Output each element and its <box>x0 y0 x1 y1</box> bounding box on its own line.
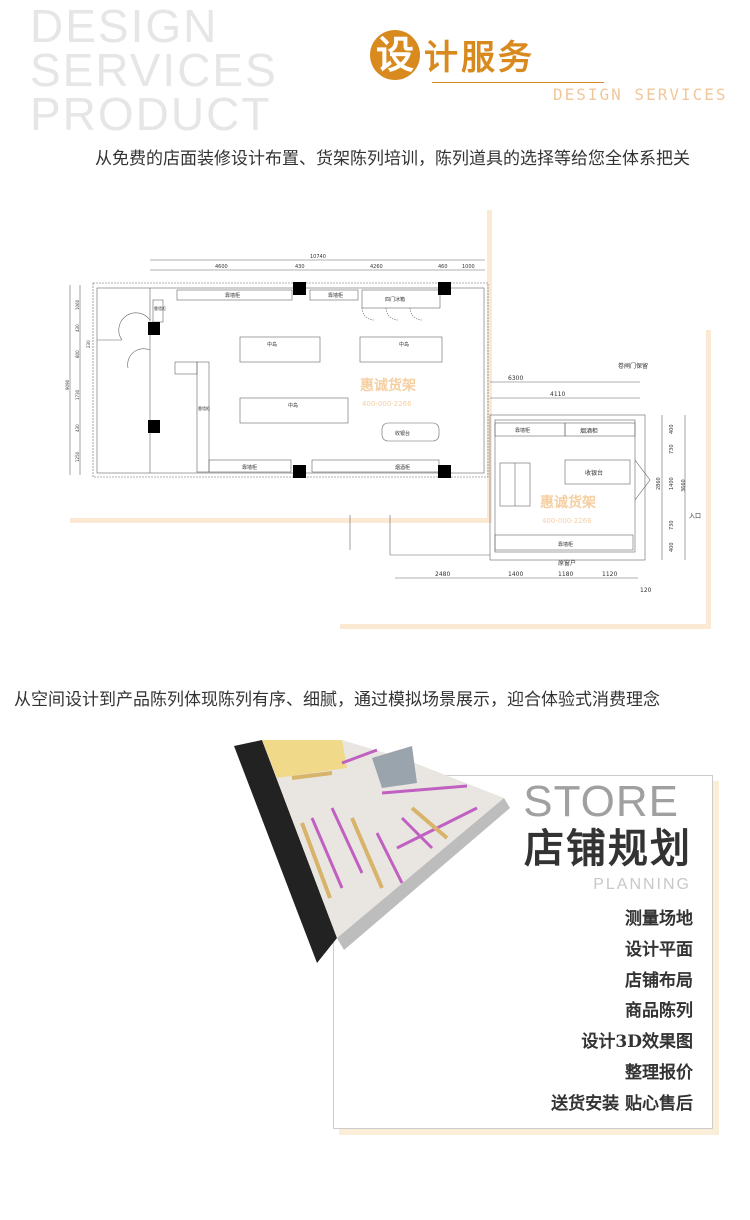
store-3d-render <box>234 740 510 963</box>
frame-bar <box>340 624 711 629</box>
fixture-label: 靠墙柜 <box>558 541 573 548</box>
fixture-label: 靠墙柜 <box>154 305 166 311</box>
watermark-phone: 400-000-2266 <box>542 517 592 525</box>
service-item: 测量场地 <box>625 909 693 929</box>
service-item: 送货安装 贴心售后 <box>551 1093 693 1114</box>
frame-bar <box>706 330 711 628</box>
service-list: 测量场地 设计平面 店铺布局 商品陈列 设计3D效果图 整理报价 送货安装 贴心… <box>551 904 693 1120</box>
dim-label: 1400 <box>669 477 675 490</box>
watermark-logo: 惠诚货架 <box>540 494 596 511</box>
window-label: 原窗户 <box>558 559 576 567</box>
fixture-label: 靠墙柜 <box>328 292 343 299</box>
ghost-text-services-product: SERVICES PRODUCT <box>30 44 278 140</box>
title-underline <box>432 82 604 83</box>
fixture-label: 烟酒柜 <box>395 464 410 471</box>
section-subtitle: DESIGN SERVICES <box>553 85 728 104</box>
dim-label: 4110 <box>550 391 565 398</box>
dim-label: 4600 <box>215 264 228 270</box>
plan-note: 卷闸门保留 <box>618 362 648 370</box>
fixture-label: 靠墙柜 <box>242 464 257 471</box>
service-item: 设计平面 <box>625 939 693 960</box>
dim-label: 120 <box>640 587 652 594</box>
service-item: 店铺布局 <box>625 970 693 991</box>
fixture-label: 四门冰箱 <box>385 296 405 303</box>
dim-label: 1060 <box>75 299 80 310</box>
fixture-label: 收银台 <box>585 469 603 477</box>
dim-label: 3660 <box>681 479 687 492</box>
dim-label: 2860 <box>656 477 662 490</box>
dim-label: 1250 <box>75 451 80 462</box>
dim-label: 400 <box>669 424 675 434</box>
ghost-text-design: DESIGN <box>30 0 219 52</box>
fixture-label: 烟酒柜 <box>580 427 598 435</box>
watermark-phone: 400-000-2266 <box>362 400 412 408</box>
dim-label: 430 <box>295 264 305 270</box>
fixture-label: 收银台 <box>395 430 410 437</box>
dim-label: 400 <box>669 542 675 552</box>
section-title: 计服务 <box>424 38 535 78</box>
fixture-label: 靠墙柜 <box>225 292 240 299</box>
frame-bar <box>70 518 492 523</box>
dim-label: 800 <box>75 350 80 358</box>
entrance-label: 入口 <box>689 513 701 520</box>
dim-label: 1120 <box>602 571 617 578</box>
intro-text-1: 从免费的店面装修设计布置、货架陈列培训，陈列道具的选择等给您全体系把关 <box>95 149 690 169</box>
dim-label: 1000 <box>462 264 475 270</box>
dim-label: 6300 <box>508 375 523 382</box>
panel-subtitle: PLANNING <box>593 876 691 893</box>
dim-label: 460 <box>438 264 448 270</box>
floor-plan-2: 卷闸门保留 6300 4110 400 730 1400 730 400 286… <box>349 362 701 594</box>
dim-label: 10740 <box>310 254 326 260</box>
fixture-label: 中岛 <box>399 341 409 348</box>
dim-label: 730 <box>669 520 675 530</box>
fixture-label: 靠墙柜 <box>515 427 530 434</box>
dim-label: 1400 <box>508 571 523 578</box>
dim-label: 230 <box>86 340 91 348</box>
dim-label: 730 <box>669 444 675 454</box>
dim-label: 430 <box>75 324 80 332</box>
dim-label: 1730 <box>75 389 80 400</box>
dim-label: 1180 <box>558 571 573 578</box>
panel-heading-en: STORE <box>523 777 679 826</box>
dim-label: 4260 <box>370 264 383 270</box>
intro-text-2: 从空间设计到产品陈列体现陈列有序、细腻，通过模拟场景展示，迎合体验式消费理念 <box>14 690 660 710</box>
dim-label: 9090 <box>65 379 70 390</box>
dim-label: 430 <box>75 424 80 432</box>
title-circle-char: 设 <box>370 30 420 80</box>
panel-title: 店铺规划 <box>524 825 692 872</box>
service-item: 设计3D效果图 <box>581 1032 693 1053</box>
watermark-logo: 惠诚货架 <box>360 377 416 394</box>
dim-label: 2480 <box>435 571 450 578</box>
floor-plan-1: 10740 4600 430 4260 460 1000 9090 1060 4… <box>65 254 489 478</box>
service-item: 整理报价 <box>625 1062 693 1083</box>
fixture-label: 中岛 <box>267 341 277 348</box>
fixture-label: 中岛 <box>288 402 298 409</box>
frame-bar <box>487 210 492 523</box>
fixture-label: 靠墙柜 <box>198 405 210 411</box>
service-item: 商品陈列 <box>625 1001 693 1022</box>
ghost-text-block: DESIGN SERVICES PRODUCT <box>30 0 330 140</box>
